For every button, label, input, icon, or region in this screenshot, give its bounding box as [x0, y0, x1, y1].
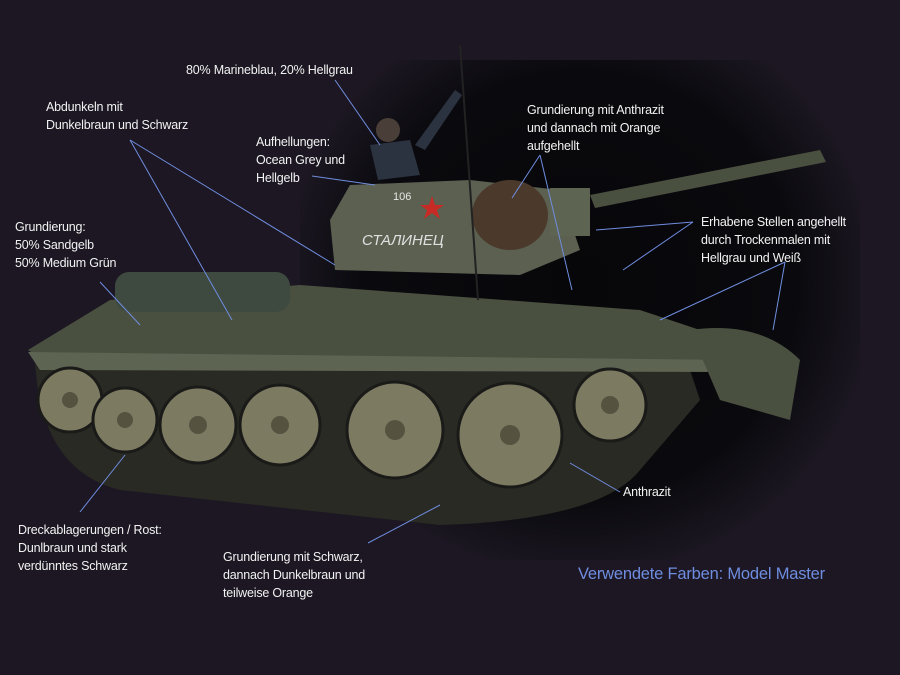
annotation-drybrush: Erhabene Stellen angehellt durch Trocken…: [701, 215, 846, 265]
annotation-wheels: Anthrazit: [623, 485, 671, 499]
callout-lines: [79, 79, 786, 544]
annotation-figure: 80% Marineblau, 20% Hellgrau: [186, 63, 353, 77]
annotation-darken: Abdunkeln mit Dunkelbraun und Schwarz: [46, 100, 189, 132]
annotation-highlights: Aufhellungen: Ocean Grey und Hellgelb: [256, 135, 345, 185]
annotation-mantlet: Grundierung mit Anthrazit und dannach mi…: [527, 103, 664, 153]
annotation-tracks: Grundierung mit Schwarz, dannach Dunkelb…: [223, 550, 366, 600]
svg-text:106: 106: [393, 191, 411, 203]
paints-used-caption: Verwendete Farben: Model Master: [578, 565, 825, 583]
annotation-rust: Dreckablagerungen / Rost: Dunlbraun und …: [18, 523, 162, 573]
annotation-base-coat: Grundierung: 50% Sandgelb 50% Medium Grü…: [15, 220, 117, 270]
svg-text:СТАЛИНЕЦ: СТАЛИНЕЦ: [362, 232, 444, 249]
